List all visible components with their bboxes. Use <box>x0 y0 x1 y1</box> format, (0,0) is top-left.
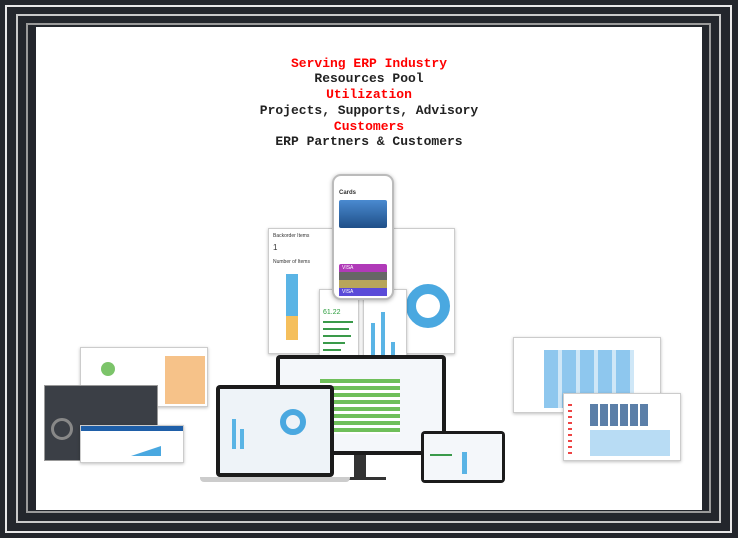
bar-chart-screen <box>363 289 407 357</box>
middle-frame <box>16 14 721 523</box>
kpi-bar <box>323 342 345 344</box>
card-stripe <box>339 280 387 288</box>
headline-line-1: Serving ERP Industry <box>290 56 448 71</box>
chart-bar <box>371 323 375 356</box>
laptop-mockup <box>216 385 334 477</box>
headline-line-5: Customers <box>333 119 405 134</box>
card-label: VISA <box>342 289 354 295</box>
left-dashboard-2 <box>80 425 184 463</box>
card-stripe: VISA <box>339 288 387 296</box>
kpi-bar <box>323 328 349 330</box>
laptop-base <box>200 477 350 482</box>
gauge-chart <box>51 418 73 440</box>
monitor-base <box>336 477 386 480</box>
backorder-title: Backorder Items <box>273 233 310 239</box>
headline-line-2: Resources Pool <box>314 71 424 86</box>
header-bar <box>81 426 183 431</box>
table-panel <box>165 356 205 404</box>
backorder-value: 1 <box>273 243 278 252</box>
pie-chart <box>101 362 115 376</box>
outer-frame <box>5 5 732 533</box>
card-stripe: VISA <box>339 264 387 272</box>
kpi-bar <box>323 349 341 351</box>
headline-line-6: ERP Partners & Customers <box>275 134 463 149</box>
kpi-bar <box>323 335 351 337</box>
kpi-bar <box>323 321 353 323</box>
inner-frame <box>26 23 711 513</box>
status-list <box>568 404 572 454</box>
donut-chart <box>406 284 450 328</box>
chart-bar <box>391 342 395 356</box>
slide: Serving ERP Industry Resources Pool Util… <box>36 27 702 510</box>
donut-chart <box>280 409 306 435</box>
laptop-screen <box>220 389 330 473</box>
chart-bar <box>286 316 298 340</box>
kpi-bar <box>430 454 452 456</box>
headline-line-4: Projects, Supports, Advisory <box>259 103 479 118</box>
kpi-screen: 61.22 <box>319 289 359 357</box>
chart-bar <box>462 452 467 474</box>
number-of-items-label: Number of Items <box>273 259 310 265</box>
image-tiles <box>590 404 648 426</box>
tablet-mockup <box>421 431 505 483</box>
monitor-stand <box>354 455 366 477</box>
kpi-value: 61.22 <box>323 309 341 316</box>
tablet-screen <box>424 434 502 480</box>
card-label: VISA <box>342 265 354 271</box>
phone-mockup: Cards VISA VISA <box>332 174 394 300</box>
card-stripe <box>339 272 387 280</box>
credit-card <box>339 200 387 228</box>
phone-title: Cards <box>339 190 357 196</box>
headline-line-3: Utilization <box>326 87 412 102</box>
chart-bar <box>240 429 244 449</box>
area-chart <box>131 446 161 456</box>
detail-panel <box>590 430 670 456</box>
chart-bar <box>232 419 236 449</box>
chart-bar <box>286 274 298 316</box>
right-detail-screen <box>563 393 681 461</box>
chart-bar <box>381 312 385 356</box>
